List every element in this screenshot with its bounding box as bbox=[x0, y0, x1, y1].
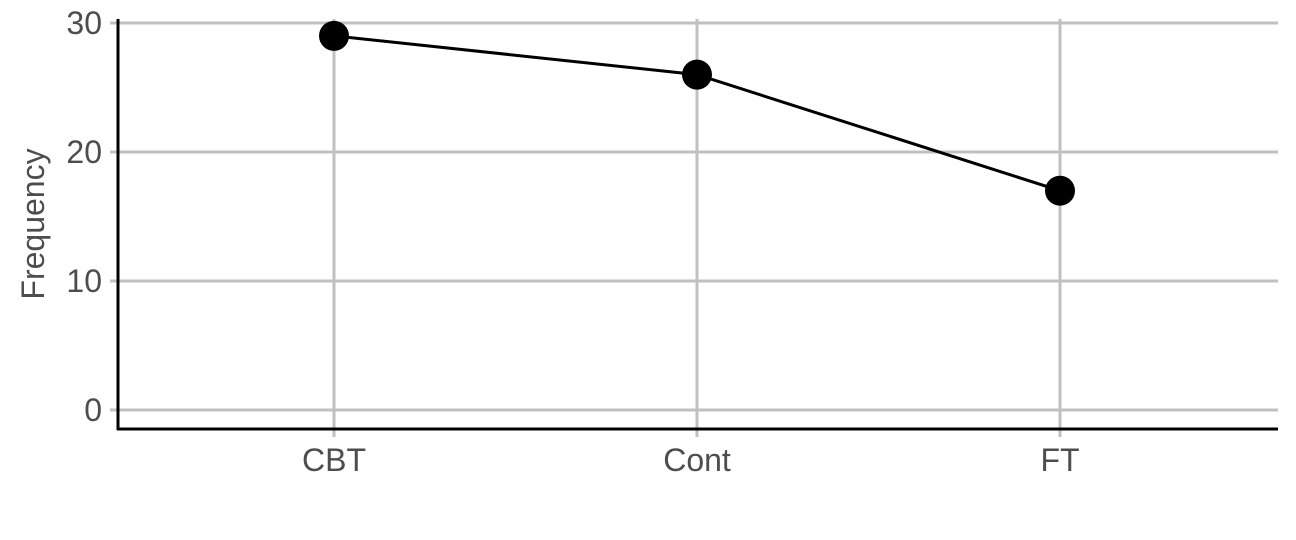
y-tick-label-20: 20 bbox=[66, 134, 102, 170]
data-point-Cont bbox=[682, 59, 712, 90]
y-tick-label-10: 10 bbox=[66, 263, 102, 299]
data-point-CBT bbox=[319, 20, 349, 51]
x-tick-label-CBT: CBT bbox=[302, 442, 366, 478]
data-point-FT bbox=[1045, 175, 1075, 206]
y-tick-label-0: 0 bbox=[84, 392, 102, 428]
y-axis-title: Frequency bbox=[15, 148, 51, 299]
y-tick-label-30: 30 bbox=[66, 5, 102, 41]
x-tick-label-Cont: Cont bbox=[663, 442, 731, 478]
axes bbox=[110, 19, 1278, 431]
x-tick-label-FT: FT bbox=[1040, 442, 1079, 478]
data-series bbox=[319, 20, 1075, 206]
